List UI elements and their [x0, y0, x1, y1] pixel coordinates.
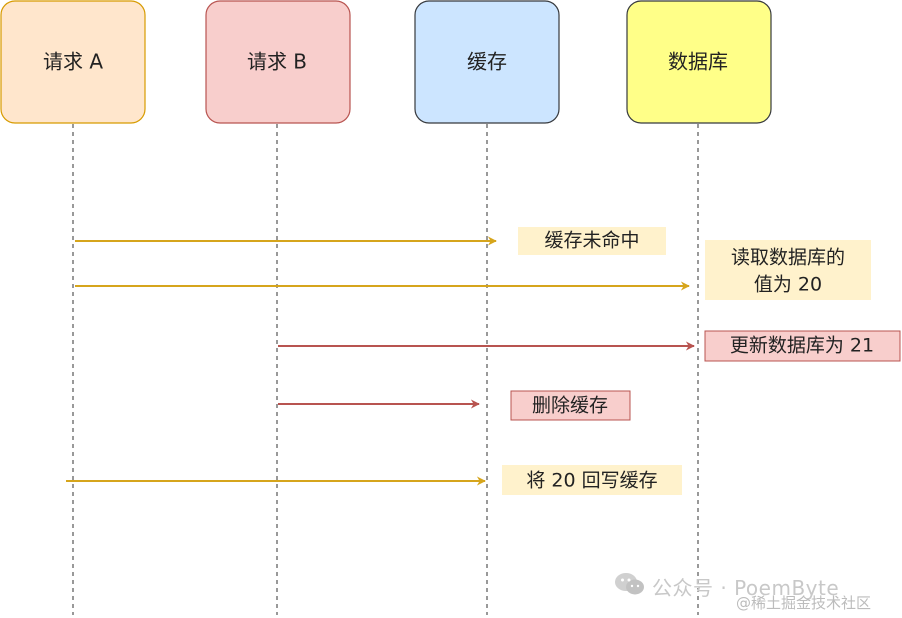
note-box-cache-miss [518, 227, 666, 255]
note-box-delete-cache [510, 390, 631, 421]
note-label-cache-miss: 缓存未命中 [544, 230, 639, 252]
wechat-icon [615, 573, 644, 595]
watermark-site: @稀土掘金技术社区 [736, 594, 872, 612]
actor-box-request-b [205, 0, 351, 124]
watermark-account: 公众号 · PoemByte [652, 576, 840, 600]
actor-box-request-a [0, 0, 146, 124]
actor-label-request-a: 请求 A [43, 50, 103, 74]
note-label-writeback-cache: 将 20 回写缓存 [526, 470, 657, 492]
actor-label-request-b: 请求 B [247, 50, 307, 74]
actor-label-database: 数据库 [668, 50, 728, 74]
actor-request-b: 请求 B [205, 0, 351, 124]
note-box-writeback-cache [502, 465, 682, 495]
note-label-update-db: 更新数据库为 21 [730, 335, 874, 357]
actor-database: 数据库 [626, 0, 772, 124]
note-label-delete-cache: 删除缓存 [532, 395, 608, 417]
actor-cache: 缓存 [414, 0, 560, 124]
actor-box-database [626, 0, 772, 124]
note-box-update-db [704, 330, 901, 362]
note-label-read-db-line2: 值为 20 [754, 274, 822, 296]
actor-label-cache: 缓存 [467, 50, 507, 74]
actor-request-a: 请求 A [0, 0, 146, 124]
actor-box-cache [414, 0, 560, 124]
note-box-read-db [705, 240, 871, 300]
note-label-read-db-line1: 读取数据库的 [731, 247, 845, 269]
